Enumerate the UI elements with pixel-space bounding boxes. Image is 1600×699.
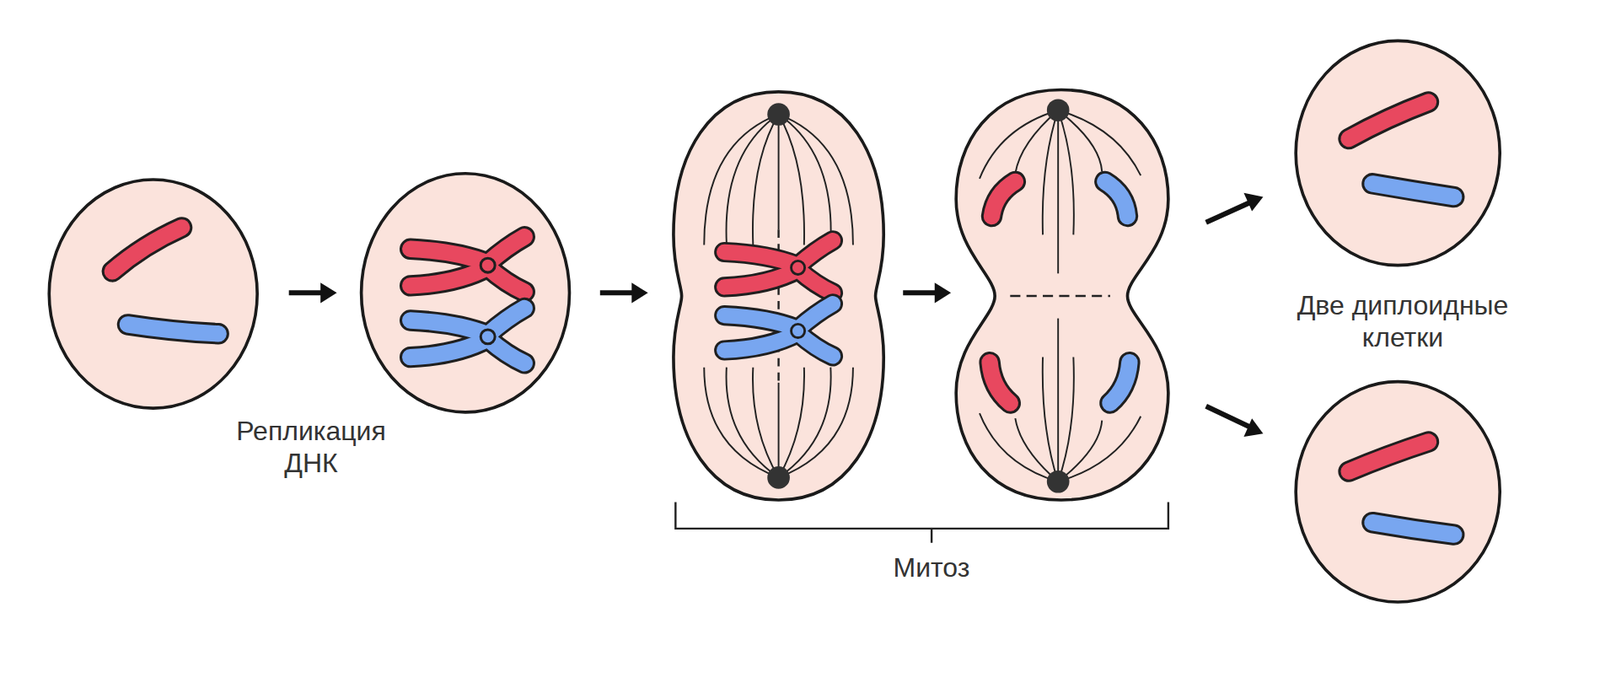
caption-label: Митоз <box>805 551 1058 584</box>
cell <box>361 173 570 413</box>
spindle-fibers <box>979 110 1141 483</box>
cell <box>48 179 258 409</box>
caption-label: Две диплоидные клетки <box>1283 289 1524 355</box>
dividing-cell <box>673 91 884 500</box>
caption-label: Репликация ДНК <box>222 414 400 480</box>
bracket <box>675 501 1169 543</box>
cell <box>1295 40 1500 265</box>
spindle-fibers <box>703 114 854 478</box>
cell <box>1295 381 1500 602</box>
dividing-cell <box>955 89 1169 500</box>
